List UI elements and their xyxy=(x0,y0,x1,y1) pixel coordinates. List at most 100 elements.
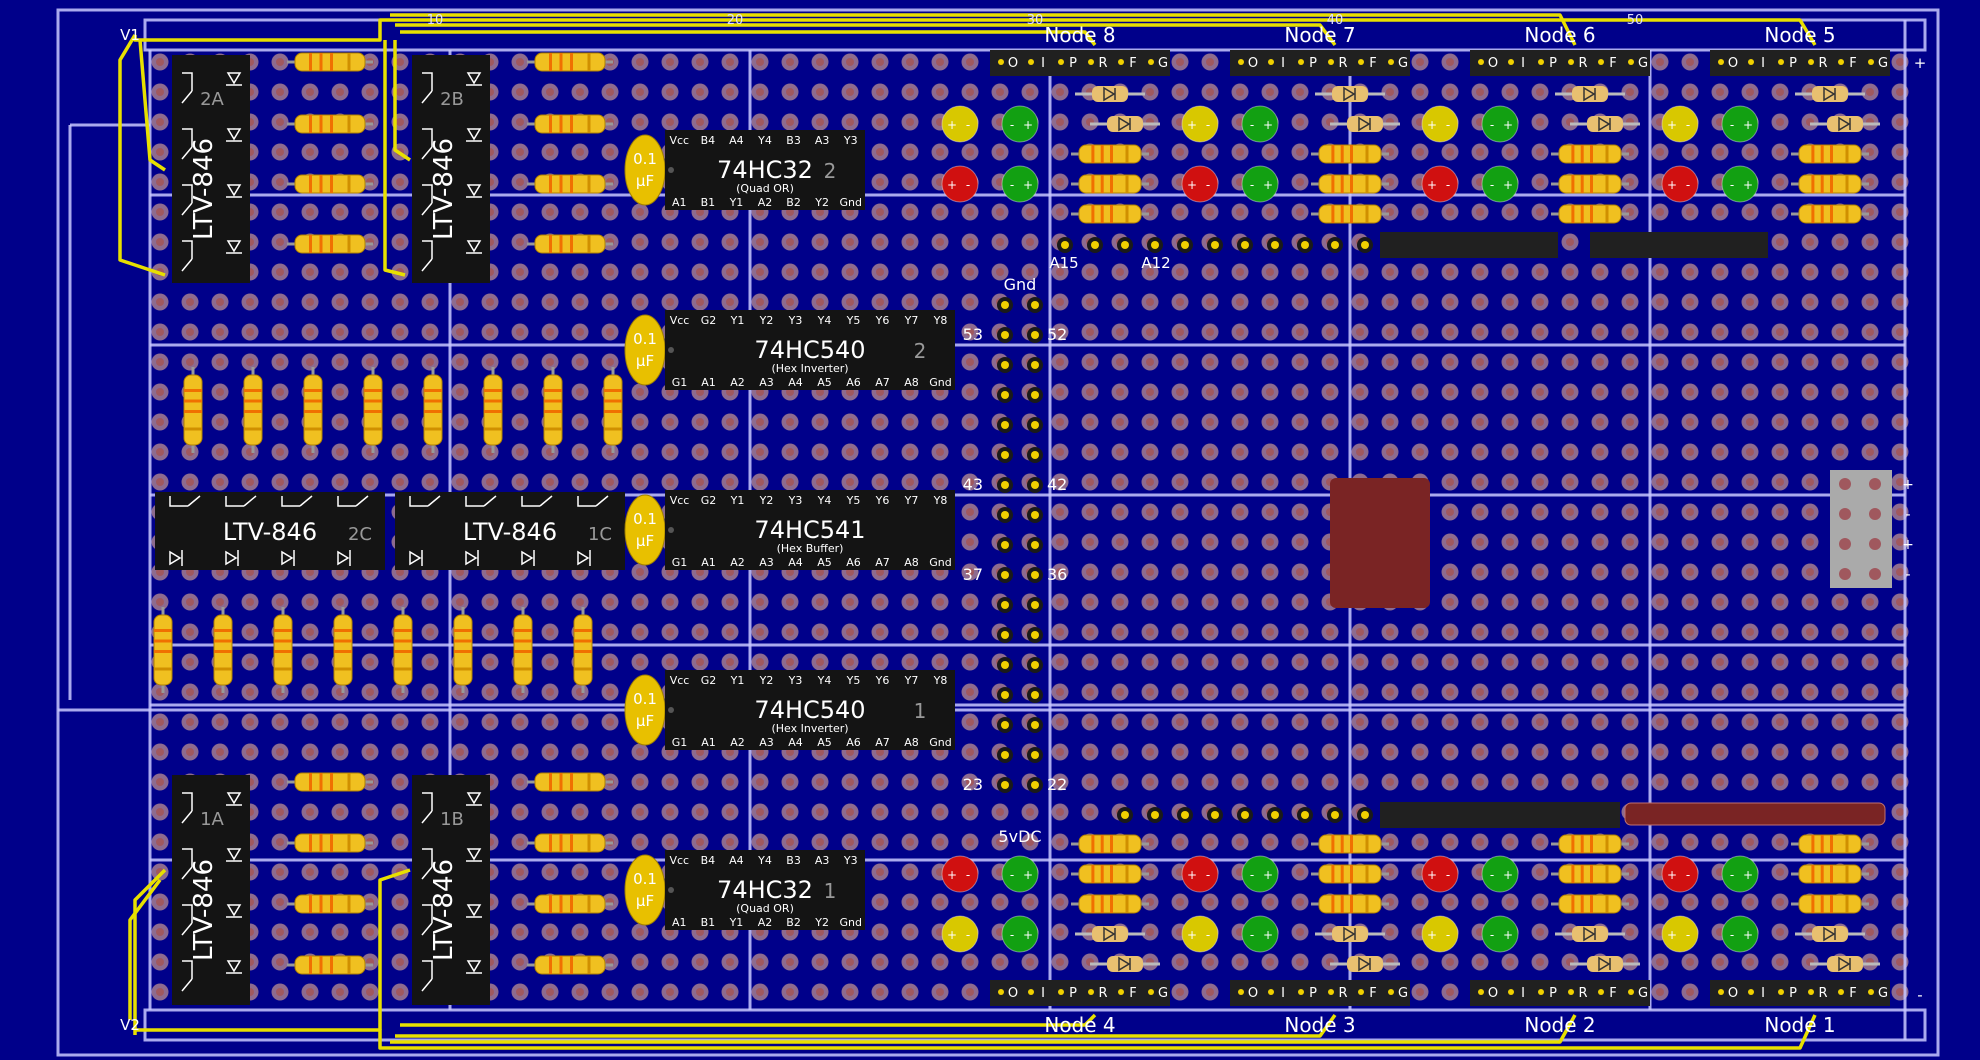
pad-hole xyxy=(846,118,854,126)
chip-pin-label: Y3 xyxy=(843,134,858,147)
pad-hole xyxy=(336,148,344,156)
diode xyxy=(1090,116,1160,132)
led: -+ xyxy=(1241,105,1279,143)
chip-pin-label: A7 xyxy=(875,556,890,569)
pad-hole xyxy=(1716,568,1724,576)
pad-hole xyxy=(1326,448,1334,456)
pad-hole xyxy=(276,838,284,846)
pad-hole xyxy=(336,328,344,336)
chip-number-label: 1 xyxy=(914,699,927,723)
pad-hole xyxy=(1086,448,1094,456)
connector-pin-label: R xyxy=(1818,986,1827,1001)
chip-pin-label: A1 xyxy=(672,196,687,209)
chip-pin-label: G2 xyxy=(701,314,717,327)
header-pin-ring xyxy=(1271,811,1279,819)
pad-hole xyxy=(516,88,524,96)
pad-hole xyxy=(1746,208,1754,216)
pad-hole xyxy=(1626,928,1634,936)
pad-hole xyxy=(546,208,554,216)
column-mark: 50 xyxy=(1627,13,1644,28)
chip-pin-label: A3 xyxy=(759,556,774,569)
pad-hole xyxy=(1056,718,1064,726)
opto-id-label: 2C xyxy=(348,524,372,545)
led-polarity: + xyxy=(1503,868,1513,882)
connector-pin-label: O xyxy=(1488,986,1498,1001)
diode xyxy=(1555,86,1625,102)
led: +- xyxy=(1661,855,1699,893)
pad-hole xyxy=(516,748,524,756)
pad-hole xyxy=(1146,628,1154,636)
pad-hole xyxy=(1296,268,1304,276)
pad-hole xyxy=(1686,718,1694,726)
pad-hole xyxy=(1836,658,1844,666)
pad-hole xyxy=(906,808,914,816)
node-connector xyxy=(1710,50,1890,76)
pad-hole xyxy=(1776,418,1784,426)
pad-hole xyxy=(156,478,164,486)
chip-pin-label: Gnd xyxy=(839,196,861,209)
pad-hole xyxy=(606,208,614,216)
pad-hole xyxy=(1446,718,1454,726)
connector-pin-label: F xyxy=(1369,56,1376,71)
pad-hole xyxy=(1026,808,1034,816)
pad-hole xyxy=(1536,208,1544,216)
pad-hole xyxy=(936,418,944,426)
pad-hole xyxy=(636,838,644,846)
pad-hole xyxy=(636,478,644,486)
pad-hole xyxy=(816,418,824,426)
pad-hole xyxy=(1896,868,1904,876)
pad-hole xyxy=(996,208,1004,216)
pad-hole xyxy=(1206,298,1214,306)
pad-hole xyxy=(1146,478,1154,486)
pad-hole xyxy=(1776,958,1784,966)
pad-hole xyxy=(816,778,824,786)
pad-hole xyxy=(1026,208,1034,216)
node-label: Node 6 xyxy=(1524,23,1595,47)
pad-hole xyxy=(546,88,554,96)
pad-hole xyxy=(966,538,974,546)
pad-hole xyxy=(1596,748,1604,756)
pad-hole xyxy=(1626,478,1634,486)
pad-hole xyxy=(666,658,674,666)
chip-pin-label: A6 xyxy=(846,736,861,749)
pad-hole xyxy=(1506,778,1514,786)
pad-hole xyxy=(1686,358,1694,366)
pad-hole xyxy=(1866,658,1874,666)
pad-hole xyxy=(696,298,704,306)
pad-hole xyxy=(906,178,914,186)
led-polarity: + xyxy=(1427,178,1437,192)
pad-hole xyxy=(1476,478,1484,486)
pad-hole xyxy=(396,778,404,786)
pad-hole xyxy=(1326,628,1334,636)
pad-hole xyxy=(1056,778,1064,786)
pad-hole xyxy=(966,688,974,696)
header-pin-ring xyxy=(1031,421,1039,429)
chip-pin-label: A3 xyxy=(815,854,830,867)
led: +- xyxy=(1421,915,1459,953)
pad-hole xyxy=(396,238,404,246)
pad-hole xyxy=(756,628,764,636)
pad-hole xyxy=(1506,388,1514,396)
pad-hole xyxy=(576,478,584,486)
pad-hole xyxy=(966,898,974,906)
led-polarity: + xyxy=(947,118,957,132)
pad-hole xyxy=(1206,628,1214,636)
pad-hole xyxy=(1776,658,1784,666)
pad-hole xyxy=(1746,598,1754,606)
pad-hole xyxy=(1686,388,1694,396)
pad-hole xyxy=(306,88,314,96)
pad-hole xyxy=(606,718,614,726)
pad-hole xyxy=(936,988,944,996)
pad-hole xyxy=(216,448,224,456)
pad-hole xyxy=(1206,958,1214,966)
resistor xyxy=(287,52,373,72)
node-resistor xyxy=(1071,144,1149,164)
pad-hole xyxy=(1536,298,1544,306)
pad-hole xyxy=(636,208,644,216)
pad-hole xyxy=(846,628,854,636)
pad-hole xyxy=(876,478,884,486)
pad-hole xyxy=(1896,268,1904,276)
pad-hole xyxy=(1446,448,1454,456)
pad-hole xyxy=(1176,448,1184,456)
